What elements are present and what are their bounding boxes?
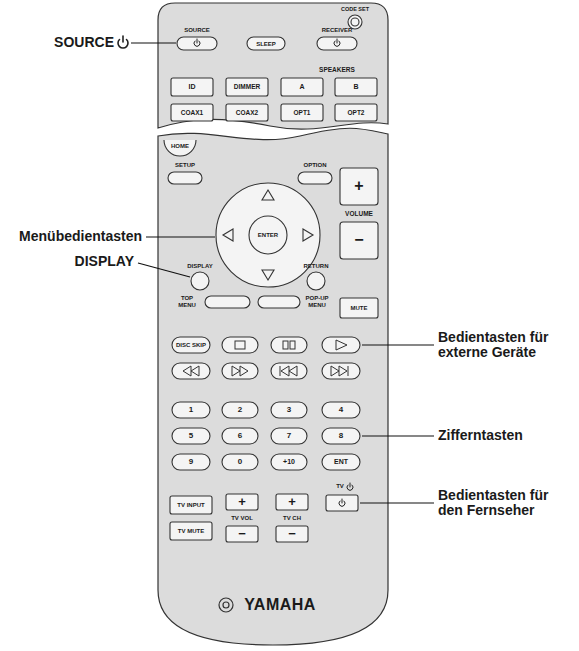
button-label: SOURCE [184,27,210,34]
button-label: + [288,495,296,509]
digit-label: 8 [339,432,343,441]
callout-label: Bedientasten für den Fernseher [438,488,574,519]
button-label: SETUP [175,162,195,169]
digit-label: 1 [189,406,193,415]
button-label: SPEAKERS [319,66,355,73]
button-label: + [238,495,246,509]
leader-lines [131,43,434,503]
remote-body-top [158,3,388,129]
button-label: COAX2 [236,109,258,116]
digit-label: 6 [238,432,242,441]
button-label: VOLUME [345,210,373,217]
callout-label: Menübedientasten [19,229,142,244]
digit-label: ENT [334,458,348,466]
button-label: A [299,83,304,91]
callout-label: SOURCE [54,35,114,50]
button-label: TV CH [283,515,301,522]
power-icon [118,36,128,48]
button-label: DISPLAY [187,263,212,270]
button-label: ID [189,83,196,91]
button-label: − [238,527,246,541]
button-label: CODE SET [341,6,369,12]
button-label: DIMMER [234,83,260,90]
digit-label: 5 [189,432,193,441]
digit-label: 3 [287,406,291,415]
digit-label: 0 [238,458,242,467]
button-label: TV MUTE [178,528,204,535]
digit-label: 7 [287,432,291,441]
button-label: + [354,177,363,195]
button-label: TV INPUT [177,502,204,509]
button-label: − [288,527,296,541]
remote-body-bottom [158,128,388,645]
button-label: SLEEP [256,40,276,47]
button-label: OPT2 [348,109,365,116]
callout-label: DISPLAY [75,254,134,269]
button-label: HOME [171,143,189,150]
digit-label: +10 [283,458,295,466]
callout-label: Zifferntasten [438,428,523,443]
callout-label: Bedientasten für externe Geräte [438,330,574,361]
button-label: ENTER [258,232,278,239]
button-label: TV [336,483,344,490]
button-label: TOP MENU [174,295,200,308]
button-label: COAX1 [181,109,203,116]
button-label: OPT1 [294,109,311,116]
digit-label: 4 [339,406,343,415]
button-label: B [353,83,358,91]
brand-logo: YAMAHA [244,596,316,614]
button-label: MUTE [351,305,368,312]
button-label: RECEIVER [322,27,353,34]
button-label: RETURN [304,263,329,270]
button-label: OPTION [303,162,326,169]
digit-label: 2 [238,406,242,415]
digit-label: 9 [189,458,193,467]
button-label: DISC SKIP [176,342,206,349]
button-label: − [354,231,363,249]
button-label: POP-UP MENU [302,295,332,308]
button-label: TV VOL [231,515,253,522]
